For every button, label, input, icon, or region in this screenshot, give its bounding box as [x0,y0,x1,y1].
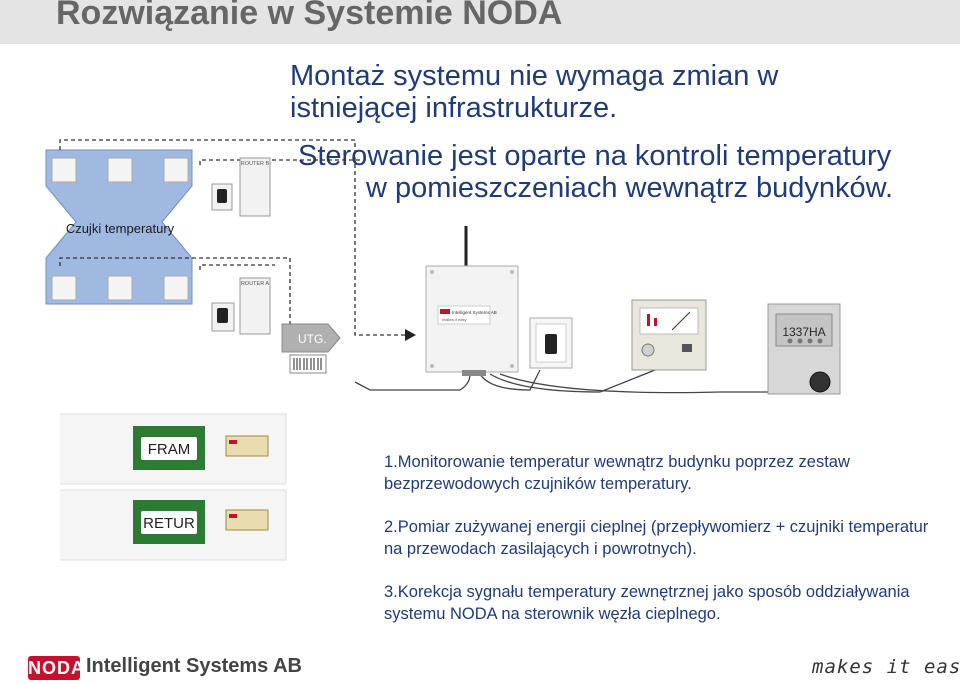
gateway-brand: Intelligent Systems AB [452,310,497,315]
wall-socket [529,317,573,369]
router-b-label: ROUTER B [241,161,270,167]
system-diagram: Czujki temperatury ROUTER B ROUTER A UTG… [45,139,841,561]
intro-line-2: istniejącej infrastrukturze. [290,92,618,124]
utg-tag [281,323,341,353]
fram-pipe: FRAM [60,413,287,485]
plug-icon [545,334,557,354]
intro-line-3: Sterowanie jest oparte na kontroli tempe… [298,140,892,172]
page-title: Rozwiązanie w Systemie NODA [56,0,563,32]
utg-sensor: UTG. [281,323,341,374]
sensor-panel: Czujki temperatury [45,149,193,305]
retur-pipe: RETUR [60,489,287,561]
intro-line-4: w pomieszczeniach wewnątrz budynków. [366,172,894,204]
controller-indicator [654,318,657,326]
sensor-icon [51,157,77,183]
feature-item-3: 3.Korekcja sygnału temperatury zewnętrzn… [384,583,910,623]
controller-indicator [647,314,650,326]
feature-item-1: 1.Monitorowanie temperatur wewnątrz budy… [384,453,850,493]
noda-logo: NODA [28,656,85,680]
intro-line-1: Montaż systemu nie wymaga zmian w [290,60,779,92]
sensor-icon [107,157,133,183]
heat-controller [631,299,707,371]
utg-barcode-card [289,354,327,374]
retur-label-card [141,511,197,534]
gateway-slogan: makes it easy [442,317,466,322]
sensor-icon [107,275,133,301]
display-knob-icon [809,371,831,393]
cable-lines [354,369,800,394]
plug-icon [217,189,227,203]
noda-logo-mark [229,514,237,518]
cable-line [354,373,471,391]
feature-list: 1.Monitorowanie temperatur wewnątrz budy… [384,452,944,647]
display-unit: 1337HA [767,303,841,395]
display-screen [775,313,833,347]
cable-line [499,373,800,394]
cable-line [479,369,541,391]
utg-label: UTG. [298,332,327,346]
flow-sensor [225,509,269,531]
flow-sensor [225,435,269,457]
retur-label: RETUR [143,515,195,532]
gateway-label-card [437,305,491,325]
slogan: makes it easy [812,656,960,678]
fram-label: FRAM [148,441,191,458]
router-a-label: ROUTER A [241,281,269,287]
sensor-icon [163,275,189,301]
router-a: ROUTER A [211,277,271,335]
display-readout: 1337HA [782,325,825,339]
sensors-label: Czujki temperatury [66,221,175,236]
noda-logo-mark [229,440,237,444]
feature-item-2: 2.Pomiar zużywanej energii cieplnej (prz… [384,518,929,558]
link-line [199,159,360,165]
link-line [59,139,405,336]
title-bar: Rozwiązanie w Systemie NODA [0,0,960,44]
plug-icon [217,308,228,323]
controller-graph-line [671,311,691,331]
connection-lines [59,139,405,336]
sensor-panel-shape [45,149,193,305]
controller-knob-icon [641,343,655,357]
footer [0,636,960,684]
router-b: ROUTER B [211,157,271,217]
company-name: Intelligent Systems AB [86,655,302,677]
arrow-head-icon [405,329,416,341]
noda-logo-mark [440,309,450,314]
fram-label-card [141,437,197,460]
controller-button [682,344,692,352]
router-b-box [239,157,271,217]
gateway-connector [462,370,486,376]
cable-line [489,369,656,393]
sensor-icon [51,275,77,301]
noda-gateway: Intelligent Systems AB makes it easy [425,226,519,376]
router-a-box [239,277,271,335]
barcode-icon [293,358,322,370]
link-line [59,257,291,330]
sensor-icon [163,157,189,183]
link-line [199,264,275,270]
